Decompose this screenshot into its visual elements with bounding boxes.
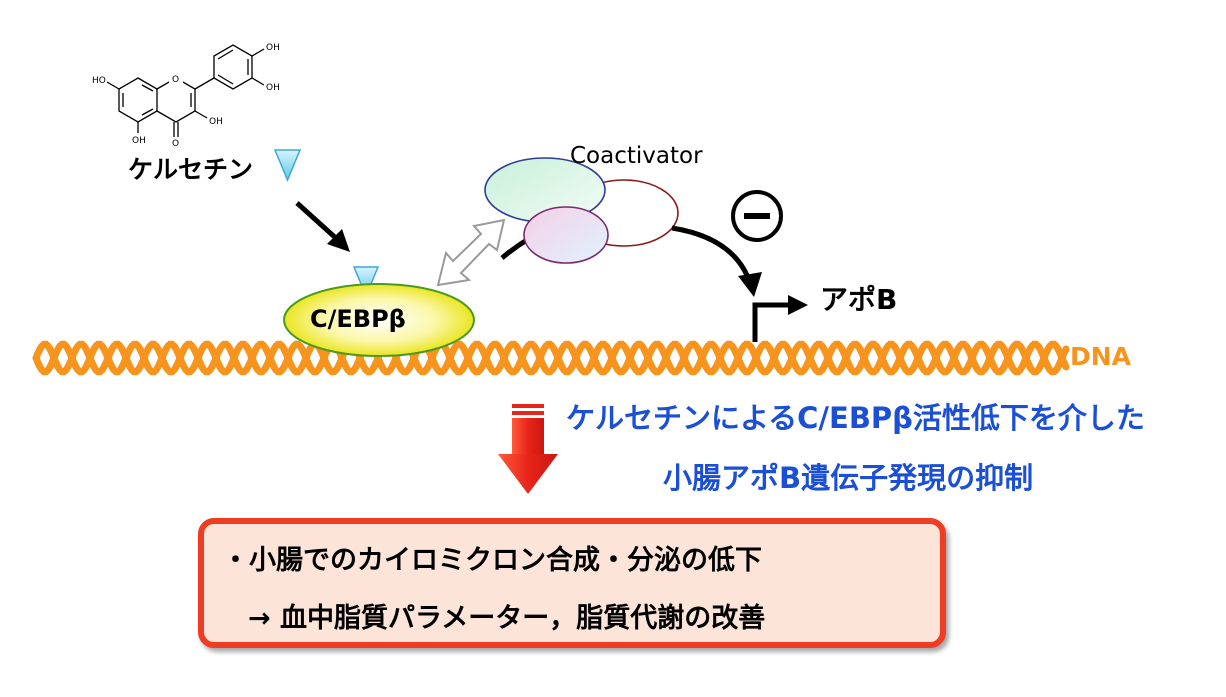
result-line-1: ・小腸でのカイロミクロン合成・分泌の低下 xyxy=(222,545,762,576)
quercetin-label: ケルセチン xyxy=(128,155,254,184)
binding-arrow-head xyxy=(327,229,350,252)
hydroxyl-label: OH xyxy=(266,43,280,53)
ligand-triangle-icon xyxy=(273,149,302,182)
result-box xyxy=(198,518,946,648)
hydroxyl-label: OH xyxy=(266,83,280,93)
quercetin-structure xyxy=(106,44,265,137)
mechanism-line-1: ケルセチンによるC/EBPβ活性低下を介した xyxy=(566,401,1145,435)
ligand-bound-triangle-icon xyxy=(352,266,380,298)
apob-gene-label: アポB xyxy=(820,283,898,316)
carbonyl-oxygen-label: O xyxy=(172,139,179,149)
result-line-2: → 血中脂質パラメーター，脂質代謝の改善 xyxy=(248,603,766,634)
cebpb-protein xyxy=(283,283,475,357)
dna-label: DNA xyxy=(1070,342,1132,371)
ring-oxygen-label: O xyxy=(172,75,179,85)
cebpb-label: C/EBPβ xyxy=(310,305,406,333)
hydroxyl-label: OH xyxy=(132,136,146,146)
inhibition-arrow-head xyxy=(738,272,762,297)
transcription-start-arrow-head xyxy=(788,295,808,315)
mechanism-line-2: 小腸アポB遺伝子発現の抑制 xyxy=(663,461,1034,495)
inhibition-arrow xyxy=(671,225,753,284)
result-arrow xyxy=(498,404,558,494)
hydroxyl-label: HO xyxy=(92,76,106,86)
dna-helix xyxy=(32,340,1070,376)
minus-bar xyxy=(744,213,770,219)
coactivator-subunit-pink xyxy=(523,206,609,264)
coactivator-label: Coactivator xyxy=(570,143,703,169)
binding-arrow xyxy=(295,201,340,242)
transcription-start-arrow xyxy=(752,302,788,342)
hydroxyl-label: OH xyxy=(209,117,223,127)
dna-strand-a xyxy=(32,340,1070,376)
dna-strand-b xyxy=(32,340,1070,376)
interaction-double-arrow xyxy=(436,218,506,287)
